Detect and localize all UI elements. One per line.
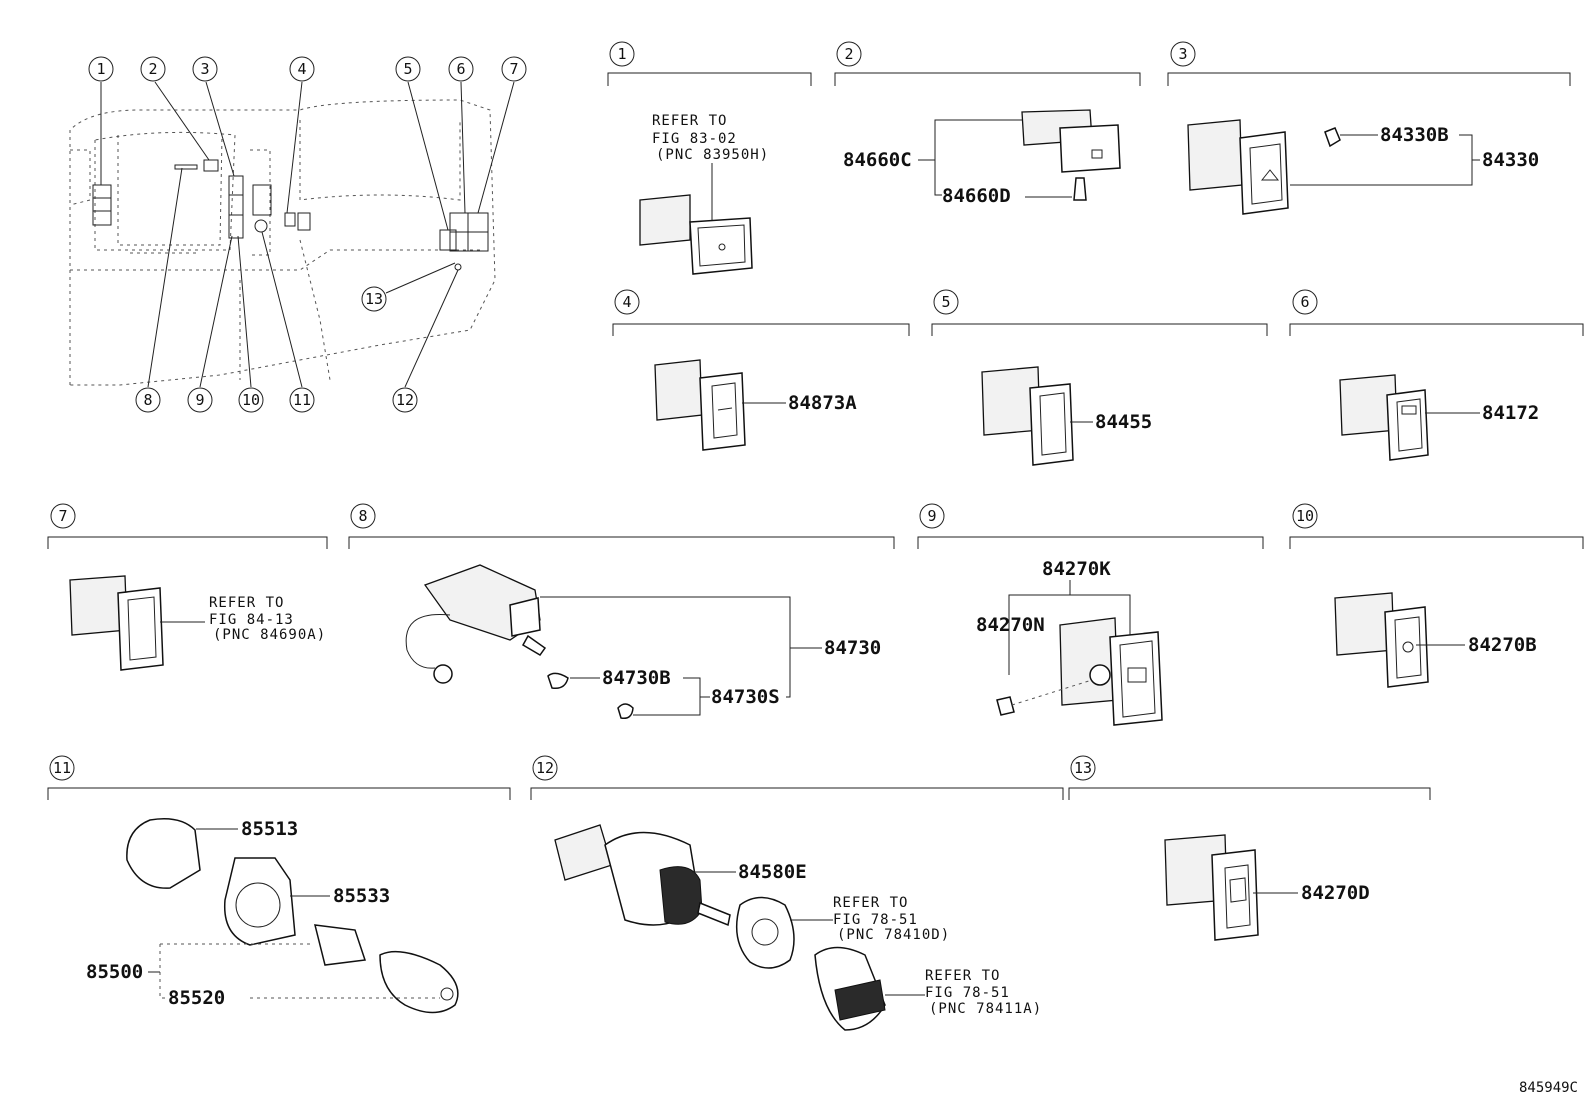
callout-8 [135, 387, 161, 413]
callout-12-label: 12 [396, 391, 414, 409]
part-84172: 84172 [1482, 402, 1539, 424]
callout-5-label: 5 [403, 60, 412, 78]
callout-11 [289, 387, 315, 413]
ref-s1-line2: FIG 83-02 [652, 131, 737, 147]
callout-13-label: 13 [365, 290, 383, 308]
part-84730: 84730 [824, 637, 881, 659]
section-8: 8 84730 84730B 84730S [348, 503, 895, 720]
part-84730S: 84730S [711, 686, 780, 708]
section-4-number: 4 [622, 293, 631, 311]
section-2-number: 2 [844, 45, 853, 63]
section-1-number: 1 [617, 45, 626, 63]
section-7: 7 REFER TO FIG 84-13 (PNC 84690A) [47, 503, 328, 671]
switch-5 [981, 366, 1074, 466]
socket-parts-11 [126, 818, 459, 1014]
section-6-number: 6 [1300, 293, 1309, 311]
ref-s1-line1: REFER TO [652, 113, 727, 129]
part-85520: 85520 [168, 987, 225, 1009]
section-13-number: 13 [1074, 759, 1092, 777]
part-84330: 84330 [1482, 149, 1539, 171]
section-12: 12 84580E REFER TO FIG 78-51 (PNC 78410D… [530, 755, 1064, 1031]
callout-9 [187, 387, 213, 413]
switch-9 [996, 617, 1163, 726]
part-84270N: 84270N [976, 614, 1045, 636]
section-2: 2 84660C 84660D [834, 41, 1141, 207]
ref-s12a-line2: FIG 78-51 [833, 912, 918, 928]
figure-code: 845949C [1519, 1080, 1578, 1096]
section-6: 6 84172 [1289, 289, 1584, 461]
callout-6 [448, 56, 474, 82]
section-9: 9 84270K 84270N [917, 503, 1264, 726]
callout-7 [501, 56, 527, 82]
switch-2 [1021, 109, 1121, 201]
ref-s12a-line1: REFER TO [833, 895, 908, 911]
section-8-number: 8 [358, 507, 367, 525]
callout-11-label: 11 [293, 391, 311, 409]
callout-9-label: 9 [195, 391, 204, 409]
switch-1 [639, 194, 753, 275]
callout-6-label: 6 [456, 60, 465, 78]
part-84270K: 84270K [1042, 558, 1111, 580]
section-11-number: 11 [53, 759, 71, 777]
part-84660D: 84660D [942, 185, 1011, 207]
switch-8 [405, 564, 634, 720]
ref-s12b-line1: REFER TO [925, 968, 1000, 984]
switch-4 [654, 359, 746, 451]
section-7-number: 7 [58, 507, 67, 525]
switch-13 [1164, 834, 1259, 941]
section-10: 10 84270B [1289, 503, 1584, 688]
section-1: 1 REFER TO FIG 83-02 (PNC 83950H) [607, 41, 812, 275]
callout-3 [192, 56, 218, 82]
part-84455: 84455 [1095, 411, 1152, 433]
section-5-number: 5 [941, 293, 950, 311]
section-5: 5 84455 [931, 289, 1268, 466]
part-84580E: 84580E [738, 861, 807, 883]
part-85513: 85513 [241, 818, 298, 840]
callout-10-label: 10 [242, 391, 260, 409]
callout-12 [392, 387, 418, 413]
section-9-number: 9 [927, 507, 936, 525]
ref-s1-line3: (PNC 83950H) [656, 147, 769, 163]
callout-3-label: 3 [200, 60, 209, 78]
part-84330B: 84330B [1380, 124, 1449, 146]
callout-10 [238, 387, 264, 413]
callout-5 [395, 56, 421, 82]
section-3: 3 84330B 84330 [1167, 41, 1571, 215]
part-84873A: 84873A [788, 392, 857, 414]
section-4: 4 84873A [612, 289, 910, 451]
ref-s12b-line2: FIG 78-51 [925, 985, 1010, 1001]
callout-2 [140, 56, 166, 82]
ref-s7-line1: REFER TO [209, 595, 284, 611]
callout-4-label: 4 [297, 60, 306, 78]
callout-4 [289, 56, 315, 82]
part-84270D: 84270D [1301, 882, 1370, 904]
callout-1-label: 1 [96, 60, 105, 78]
section-13: 13 84270D [1068, 755, 1431, 941]
dashboard-overview: 1 2 3 4 5 6 7 8 9 10 11 12 13 [69, 56, 527, 413]
switch-10 [1334, 592, 1429, 688]
switch-7 [69, 575, 164, 671]
part-85500: 85500 [86, 961, 143, 983]
part-84660C: 84660C [843, 149, 912, 171]
ref-s7-line3: (PNC 84690A) [213, 627, 326, 643]
part-84730B: 84730B [602, 667, 671, 689]
ref-s12b-line3: (PNC 78411A) [929, 1001, 1042, 1017]
part-84270B: 84270B [1468, 634, 1537, 656]
callout-13 [361, 286, 387, 312]
section-3-number: 3 [1178, 45, 1187, 63]
part-85533: 85533 [333, 885, 390, 907]
ref-s7-line2: FIG 84-13 [209, 612, 294, 628]
section-12-number: 12 [536, 759, 554, 777]
callout-8-label: 8 [143, 391, 152, 409]
callout-2-label: 2 [148, 60, 157, 78]
switch-3 [1187, 119, 1341, 215]
section-11: 11 85513 85533 85500 85520 [47, 755, 511, 1014]
switch-12-parts [554, 824, 886, 1031]
callout-7-label: 7 [509, 60, 518, 78]
ref-s12a-line3: (PNC 78410D) [837, 927, 950, 943]
callout-1 [88, 56, 114, 82]
section-10-number: 10 [1296, 507, 1314, 525]
switch-6 [1339, 374, 1429, 461]
